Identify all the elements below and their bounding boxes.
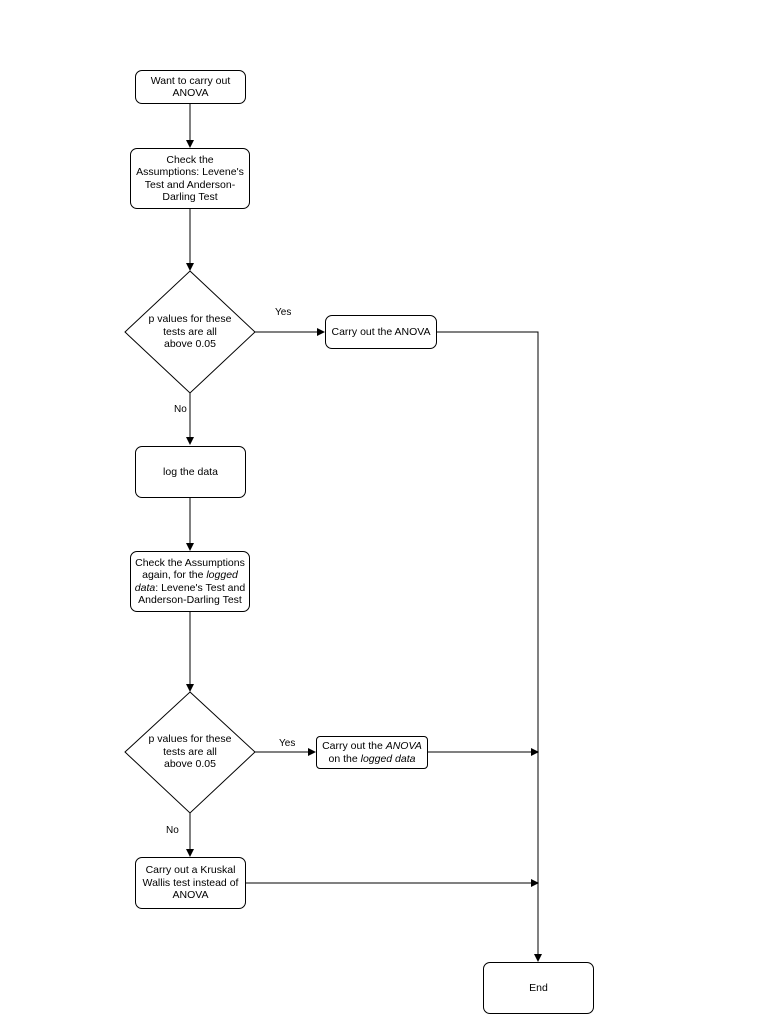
check-assumptions-again-label: Check the Assumptions again, for the log… [135,557,245,607]
start-node: Want to carry out ANOVA [135,70,246,104]
carry-out-anova-logged-node: Carry out the ANOVA on the logged data [316,736,428,769]
anova2-text-logged-data: logged data [360,752,416,765]
edge-anova1-to-end [437,331,542,962]
end-node-label: End [529,981,548,994]
edge-label-yes-1: Yes [275,307,292,318]
check-assumptions-label: Check the Assumptions: Levene's Test and… [136,153,244,204]
log-data-node: log the data [135,446,246,498]
anova2-text-1: Carry out the [322,740,386,752]
decision-2-label: p values for these tests are all above 0… [148,733,232,771]
check2-text-2: : Levene's Test and Anderson-Darling Tes… [138,581,246,607]
edge-label-no-1: No [174,404,187,415]
edge-label-no-2: No [166,825,179,836]
check2-text-data: data [134,581,156,594]
check2-text-1: Check the Assumptions again, for the [135,556,245,582]
check-assumptions-again-node: Check the Assumptions again, for the log… [130,551,250,612]
carry-out-anova-node: Carry out the ANOVA [325,315,437,349]
anova2-text-2: on the [328,752,358,765]
check2-text-logged: logged [206,569,238,581]
kruskal-wallis-label: Carry out a Kruskal Wallis test instead … [142,864,239,902]
carry-out-anova-label: Carry out the ANOVA [331,325,431,338]
kruskal-wallis-node: Carry out a Kruskal Wallis test instead … [135,857,246,909]
decision-1-text: p values for these tests are all above 0… [135,305,245,359]
edge-label-yes-2: Yes [279,738,296,749]
decision-1-label: p values for these tests are all above 0… [148,313,232,351]
end-node: End [483,962,594,1014]
start-node-label: Want to carry out ANOVA [150,74,231,100]
decision-2-text: p values for these tests are all above 0… [135,725,245,779]
carry-out-anova-logged-label: Carry out the ANOVA on the logged data [322,740,422,765]
anova2-text-anova: ANOVA [385,740,422,752]
log-data-label: log the data [163,465,218,478]
check-assumptions-node: Check the Assumptions: Levene's Test and… [130,148,250,209]
